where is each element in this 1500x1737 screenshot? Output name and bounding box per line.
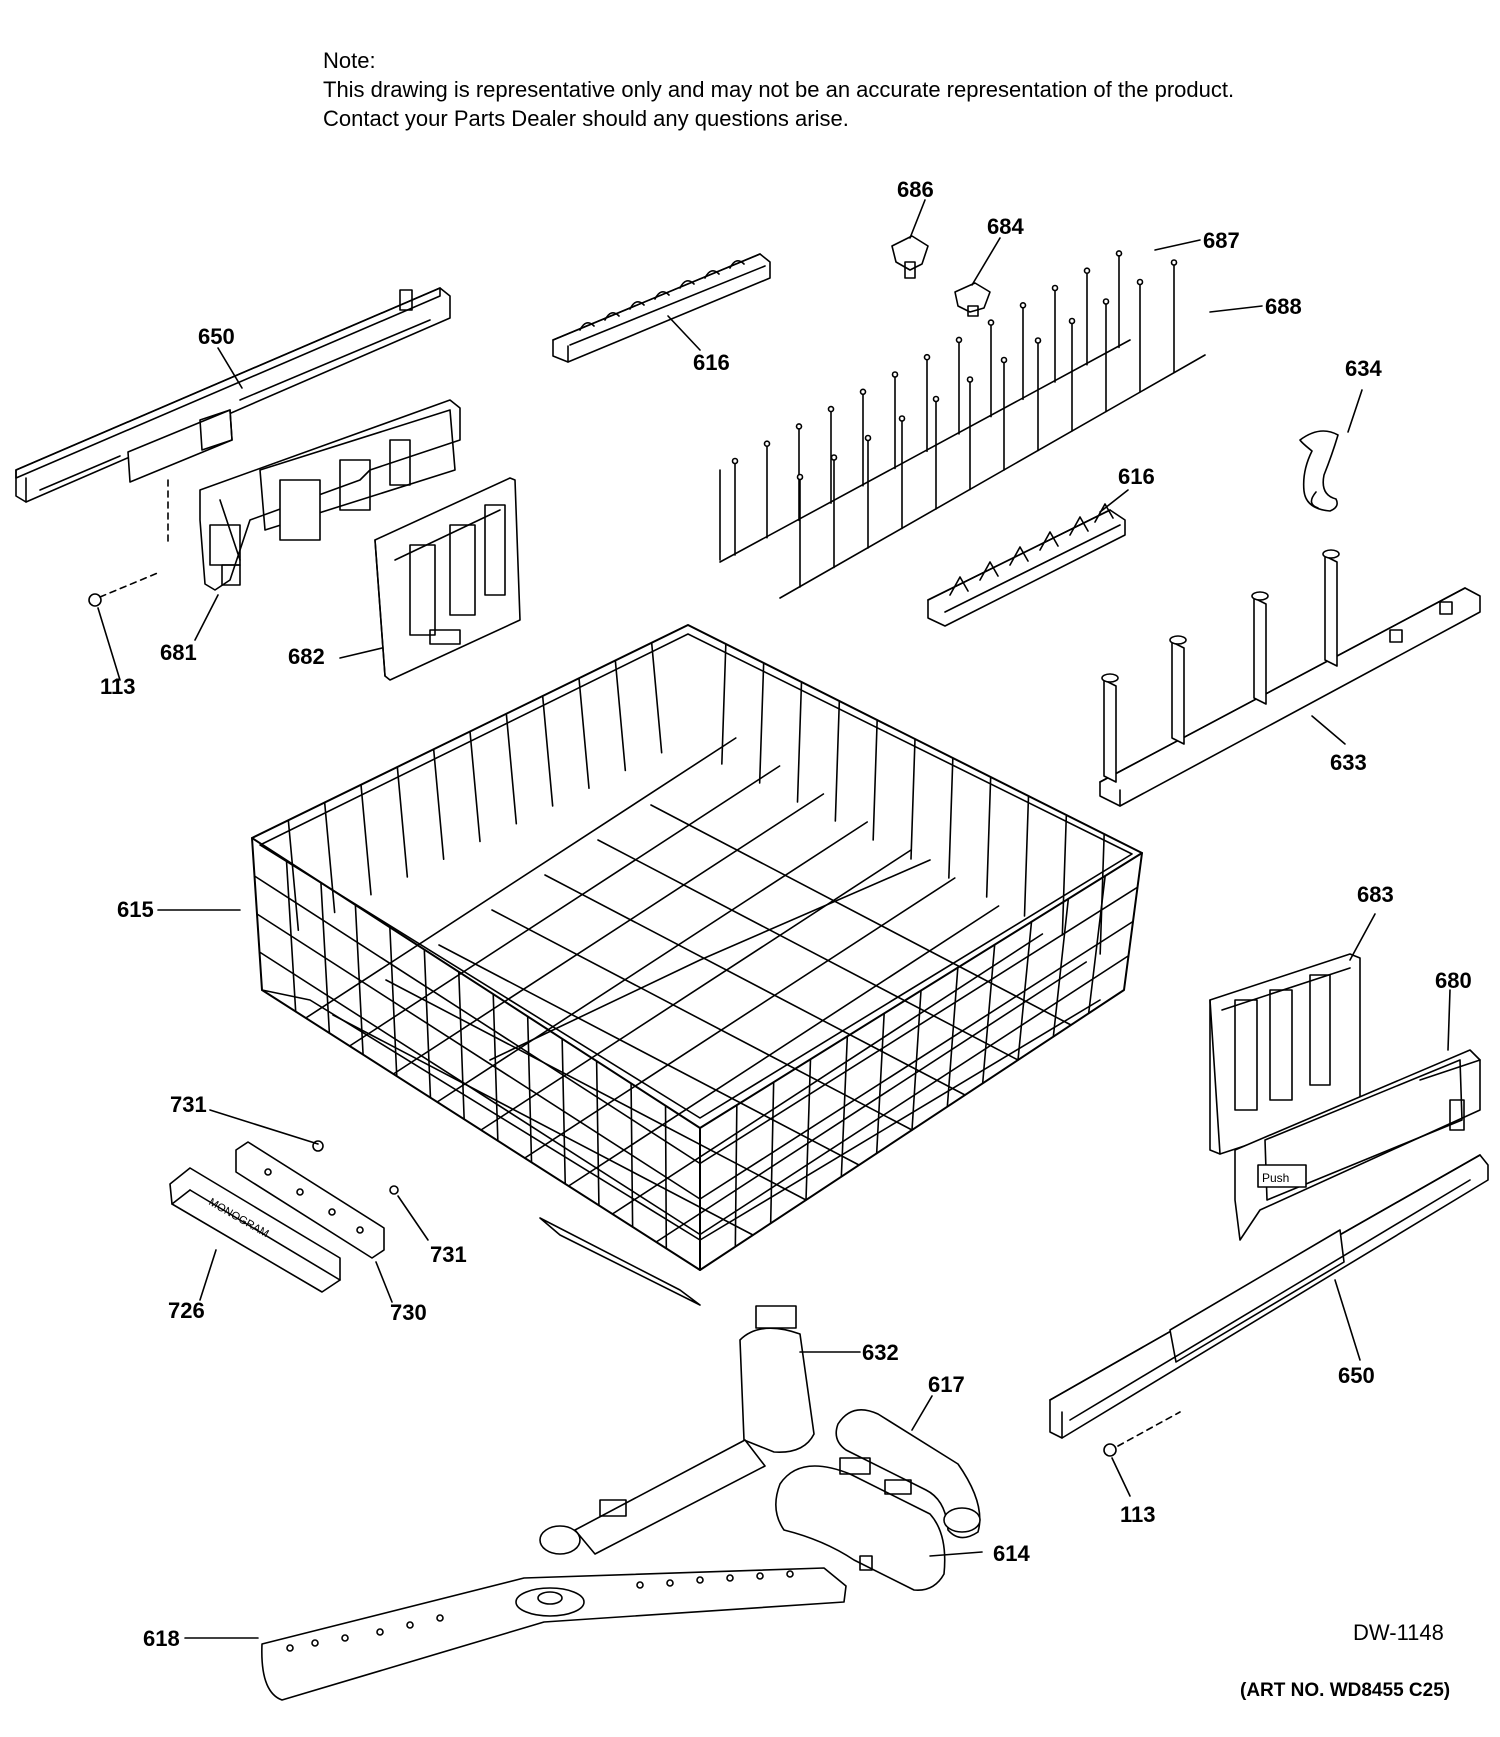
callout-labels: 686 684 687 688 650 616 634 616 681 682 … — [100, 177, 1472, 1651]
callout-680: 680 — [1435, 968, 1472, 993]
callout-616-middle: 616 — [1118, 464, 1155, 489]
callout-682: 682 — [288, 644, 325, 669]
clip-684-drawing — [954, 282, 991, 317]
cover-683-drawing — [1209, 953, 1361, 1155]
upper-rack-615-drawing — [251, 624, 1143, 1306]
note-heading: Note: — [323, 48, 376, 73]
screw-113-left-drawing — [88, 571, 161, 607]
nameplate-726-drawing — [169, 1167, 341, 1293]
callout-686: 686 — [897, 177, 934, 202]
callout-650-left: 650 — [198, 324, 235, 349]
callout-684: 684 — [987, 214, 1024, 239]
tine-rows-drawing — [719, 250, 1206, 599]
callout-726: 726 — [168, 1298, 205, 1323]
callout-614: 614 — [993, 1541, 1030, 1566]
callout-681: 681 — [160, 640, 197, 665]
spray-tube-632-drawing — [539, 1305, 815, 1555]
rail-650-right-drawing — [1049, 1154, 1489, 1439]
clip-634-drawing — [1299, 430, 1339, 512]
cover-682-drawing — [374, 477, 521, 681]
callout-650-right: 650 — [1338, 1363, 1375, 1388]
callout-687: 687 — [1203, 228, 1240, 253]
callout-730: 730 — [390, 1300, 427, 1325]
callout-683: 683 — [1357, 882, 1394, 907]
screw-113-right-drawing — [1103, 1411, 1181, 1457]
note-line-2: Contact your Parts Dealer should any que… — [323, 106, 849, 131]
note-line-1: This drawing is representative only and … — [323, 77, 1235, 102]
rack-clip-616-middle-drawing — [927, 503, 1126, 627]
hose-assembly-614-drawing — [775, 1457, 946, 1591]
callout-688: 688 — [1265, 294, 1302, 319]
callout-731-right: 731 — [430, 1242, 467, 1267]
callout-731-left: 731 — [170, 1092, 207, 1117]
art-number: (ART NO. WD8455 C25) — [1240, 1680, 1451, 1701]
rail-650-left-drawing — [15, 287, 451, 546]
leader-lines — [97, 199, 1451, 1639]
callout-615: 615 — [117, 897, 154, 922]
disclaimer-note: Note: This drawing is representative onl… — [323, 46, 1234, 133]
callout-616-top: 616 — [693, 350, 730, 375]
push-label: Push — [1262, 1171, 1289, 1185]
clip-731-drawing — [312, 1140, 399, 1195]
adjuster-681-drawing — [199, 399, 461, 591]
callout-618: 618 — [143, 1626, 180, 1651]
callout-633: 633 — [1330, 750, 1367, 775]
hose-617-drawing — [835, 1408, 981, 1539]
handle-bracket-730-drawing — [235, 1141, 385, 1259]
callout-113-right: 113 — [1120, 1502, 1156, 1527]
callout-634: 634 — [1345, 356, 1382, 381]
adjuster-680-drawing — [1234, 1049, 1481, 1241]
spray-manifold-633-drawing — [1099, 549, 1481, 807]
callout-632: 632 — [862, 1340, 899, 1365]
clip-686-drawing — [891, 235, 929, 279]
drawing-id: DW-1148 — [1353, 1620, 1444, 1645]
callout-113-left: 113 — [100, 674, 136, 699]
spray-arm-618-drawing — [261, 1567, 847, 1701]
callout-617: 617 — [928, 1372, 965, 1397]
rack-clip-616-top-drawing — [552, 253, 771, 363]
